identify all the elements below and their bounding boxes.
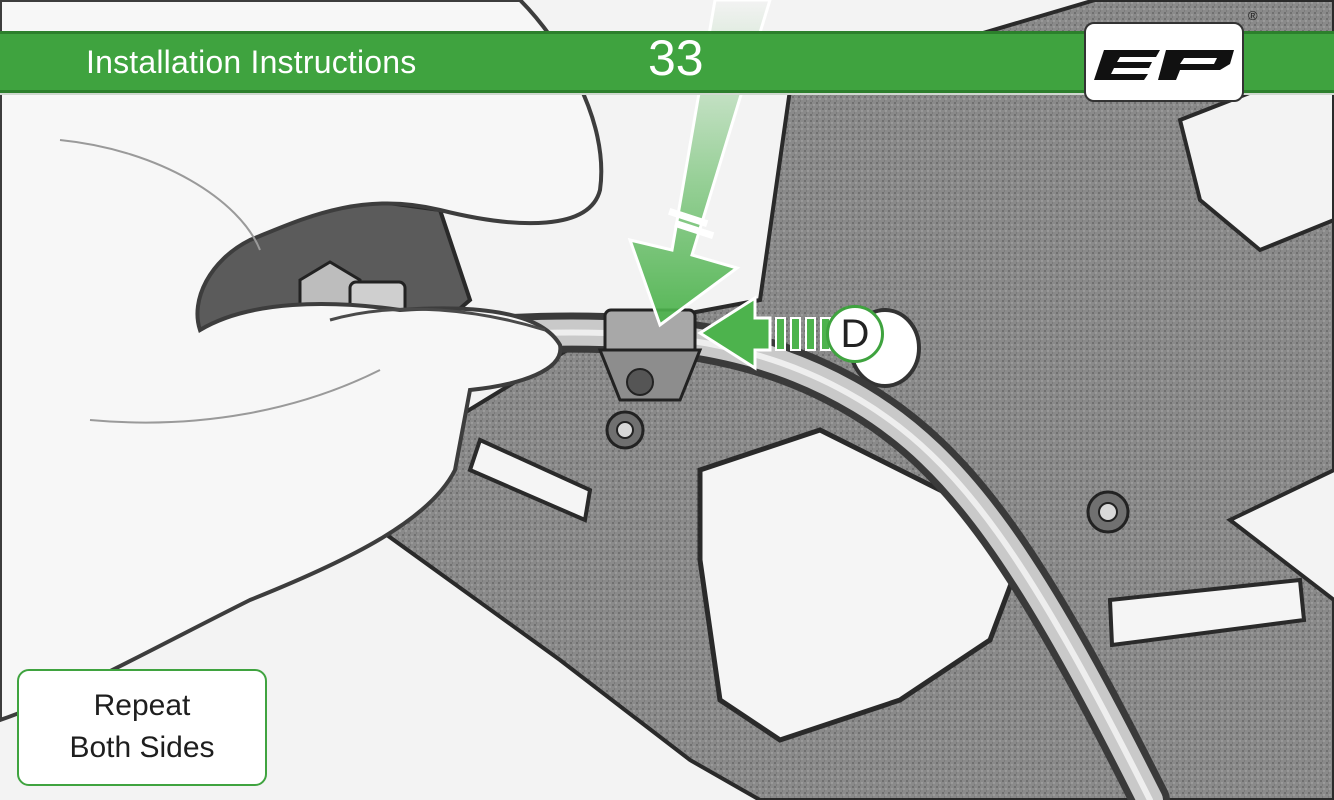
note-line-2: Both Sides [19, 727, 265, 769]
callout-marker: D [826, 305, 884, 363]
brand-logo [1084, 22, 1244, 102]
ep-logo-icon [1086, 24, 1242, 100]
registered-mark: ® [1248, 8, 1258, 23]
note-line-1: Repeat [19, 685, 265, 727]
page-title: Installation Instructions [86, 40, 417, 84]
repeat-note: Repeat Both Sides [17, 669, 267, 786]
step-number: 33 [648, 28, 704, 88]
callout-label: D [829, 308, 881, 360]
